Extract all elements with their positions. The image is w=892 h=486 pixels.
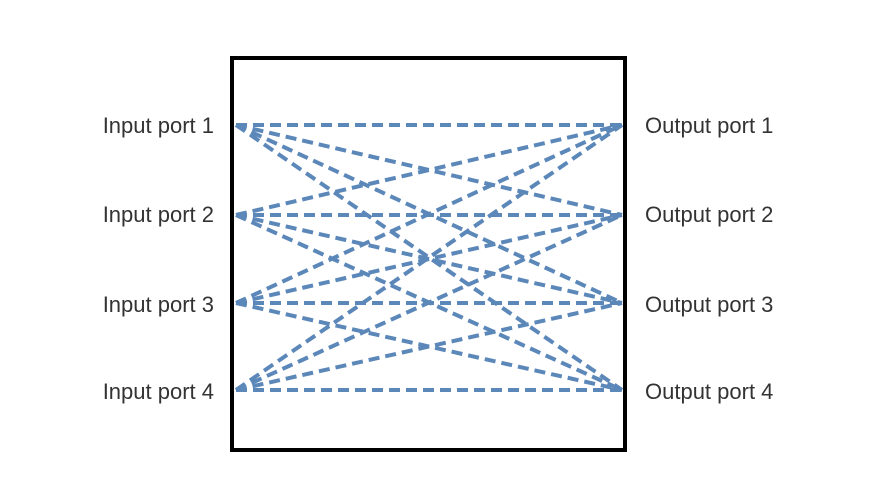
input-port-1-label: Input port 1: [103, 113, 214, 138]
connection-lines: [234, 123, 624, 392]
input-port-2-label: Input port 2: [103, 202, 214, 227]
connection-in1-out2: [235, 123, 623, 217]
output-port-1-label: Output port 1: [645, 113, 773, 138]
connection-in3-out1: [235, 123, 623, 305]
connection-in4-out2: [235, 213, 623, 392]
output-port-4-label: Output port 4: [645, 379, 773, 404]
connection-in3-out2: [235, 213, 623, 305]
connection-in4-out1: [234, 123, 624, 392]
switch-fabric-box: [230, 56, 627, 452]
connection-in2-out1: [235, 123, 623, 217]
output-port-2-label: Output port 2: [645, 202, 773, 227]
input-port-labels: Input port 1 Input port 2 Input port 3 I…: [103, 113, 214, 404]
input-port-3-label: Input port 3: [103, 292, 214, 317]
connection-in4-out3: [235, 301, 623, 392]
input-port-4-label: Input port 4: [103, 379, 214, 404]
output-port-3-label: Output port 3: [645, 292, 773, 317]
connection-in1-out4: [234, 123, 624, 392]
output-port-labels: Output port 1 Output port 2 Output port …: [645, 113, 773, 404]
